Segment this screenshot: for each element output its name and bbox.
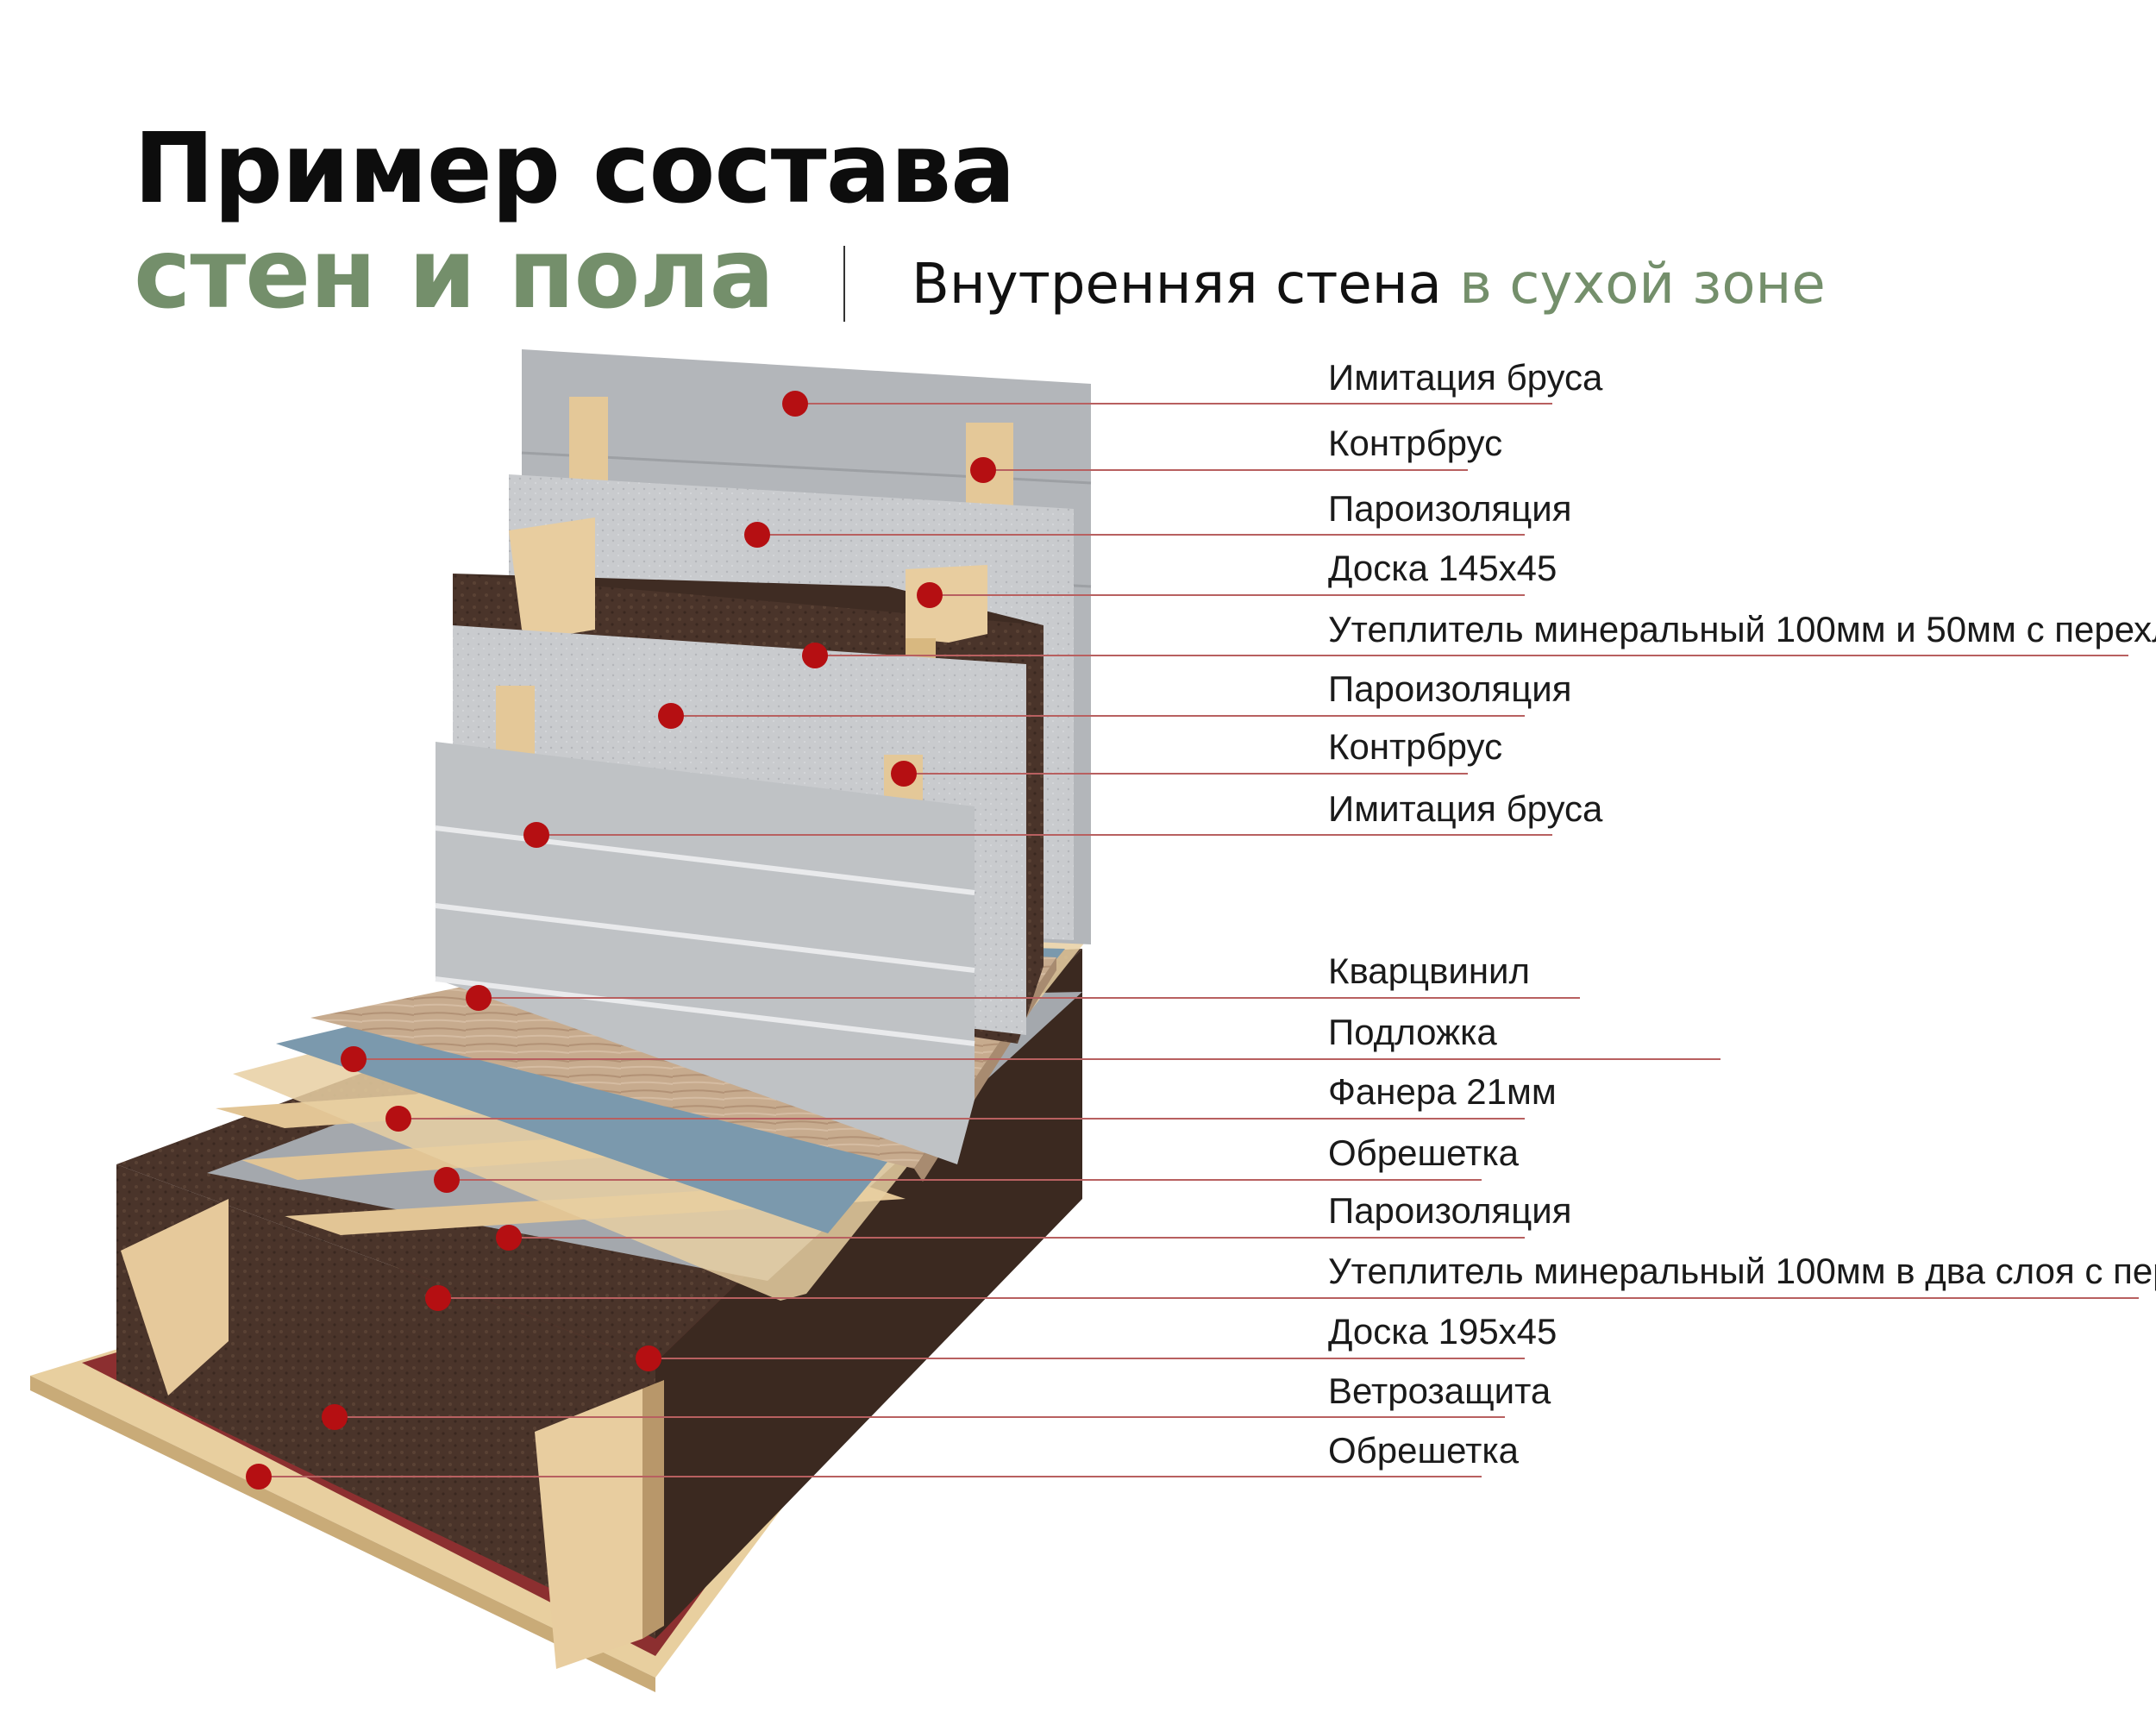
label-lathing: Обрешетка [1328, 1132, 1520, 1173]
marker-dot [658, 703, 684, 729]
subtitle-main: Внутренняя стена [912, 253, 1442, 317]
label-mineral-insulation-floor: Утеплитель минеральный 100мм в два слоя … [1328, 1251, 2156, 1291]
callout-15: Доска 195х45 [636, 1311, 1557, 1371]
label-lathing-2: Обрешетка [1328, 1430, 1520, 1471]
subtitle: Внутренняя стена в сухой зоне [912, 257, 1826, 312]
marker-dot [744, 522, 770, 548]
label-board-145x45: Доска 145х45 [1328, 548, 1557, 588]
marker-dot [636, 1346, 661, 1371]
callout-13: Пароизоляция [496, 1190, 1571, 1251]
label-vapor-barrier-floor: Пароизоляция [1328, 1190, 1571, 1231]
label-plywood-21mm: Фанера 21мм [1328, 1071, 1557, 1112]
marker-dot [802, 643, 828, 668]
marker-dot [523, 822, 549, 848]
label-underlay: Подложка [1328, 1012, 1497, 1052]
label-vapor-barrier-2: Пароизоляция [1328, 668, 1571, 709]
wall-stud-2 [906, 565, 987, 643]
callout-3: Пароизоляция [744, 488, 1571, 548]
title-line-2: стен и пола [134, 218, 774, 330]
callout-7: Контрбрус [891, 726, 1502, 787]
floor-bottom-lathing-edge [30, 1376, 655, 1692]
callout-6: Пароизоляция [658, 668, 1571, 729]
floor-joist-right-side [642, 1380, 664, 1639]
callout-11: Фанера 21мм [385, 1071, 1557, 1132]
label-counterbatten: Контрбрус [1328, 423, 1502, 463]
marker-dot [425, 1285, 451, 1311]
callout-17: Обрешетка [246, 1430, 1520, 1490]
wall-front-counterbatten-1 [496, 686, 535, 755]
floor-insulation-front [655, 949, 1082, 1639]
marker-dot [322, 1404, 348, 1430]
callout-9: Кварцвинил [466, 950, 1580, 1011]
label-imitation-timber-2: Имитация бруса [1328, 788, 1603, 829]
callouts: Имитация бруса Контрбрус Пароизоляция До… [246, 357, 2156, 1490]
marker-dot [970, 457, 996, 483]
marker-dot [434, 1167, 460, 1193]
title-line-1: Пример состава [134, 113, 1016, 225]
callout-14: Утеплитель минеральный 100мм в два слоя … [425, 1251, 2156, 1311]
marker-dot [891, 761, 917, 787]
callout-5: Утеплитель минеральный 100мм и 50мм с пе… [802, 609, 2156, 668]
label-windproof: Ветрозащита [1328, 1371, 1551, 1411]
callout-4: Доска 145х45 [917, 548, 1557, 608]
floor-joist-right [535, 1389, 642, 1669]
label-mineral-insulation-wall: Утеплитель минеральный 100мм и 50мм с пе… [1328, 609, 2156, 649]
label-vapor-barrier: Пароизоляция [1328, 488, 1571, 529]
floor-joist-left [121, 1199, 229, 1396]
marker-dot [496, 1225, 522, 1251]
marker-dot [782, 391, 808, 417]
marker-dot [917, 582, 943, 608]
marker-dot [466, 985, 492, 1011]
callout-12: Обрешетка [434, 1132, 1520, 1193]
label-imitation-timber: Имитация бруса [1328, 357, 1603, 398]
subtitle-accent: в сухой зоне [1459, 253, 1826, 317]
callout-1: Имитация бруса [782, 357, 1603, 417]
callout-16: Ветрозащита [322, 1371, 1551, 1430]
marker-dot [246, 1464, 272, 1490]
label-quartz-vinyl: Кварцвинил [1328, 950, 1530, 991]
wall-stud-1 [509, 518, 595, 638]
marker-dot [341, 1046, 367, 1072]
title-divider [843, 246, 845, 322]
label-counterbatten-2: Контрбрус [1328, 726, 1502, 767]
floor-insulation-side [116, 1164, 655, 1639]
callout-10: Подложка [341, 1012, 1720, 1072]
callout-2: Контрбрус [970, 423, 1502, 483]
marker-dot [385, 1106, 411, 1132]
label-board-195x45: Доска 195х45 [1328, 1311, 1557, 1352]
callout-8: Имитация бруса [523, 788, 1603, 848]
